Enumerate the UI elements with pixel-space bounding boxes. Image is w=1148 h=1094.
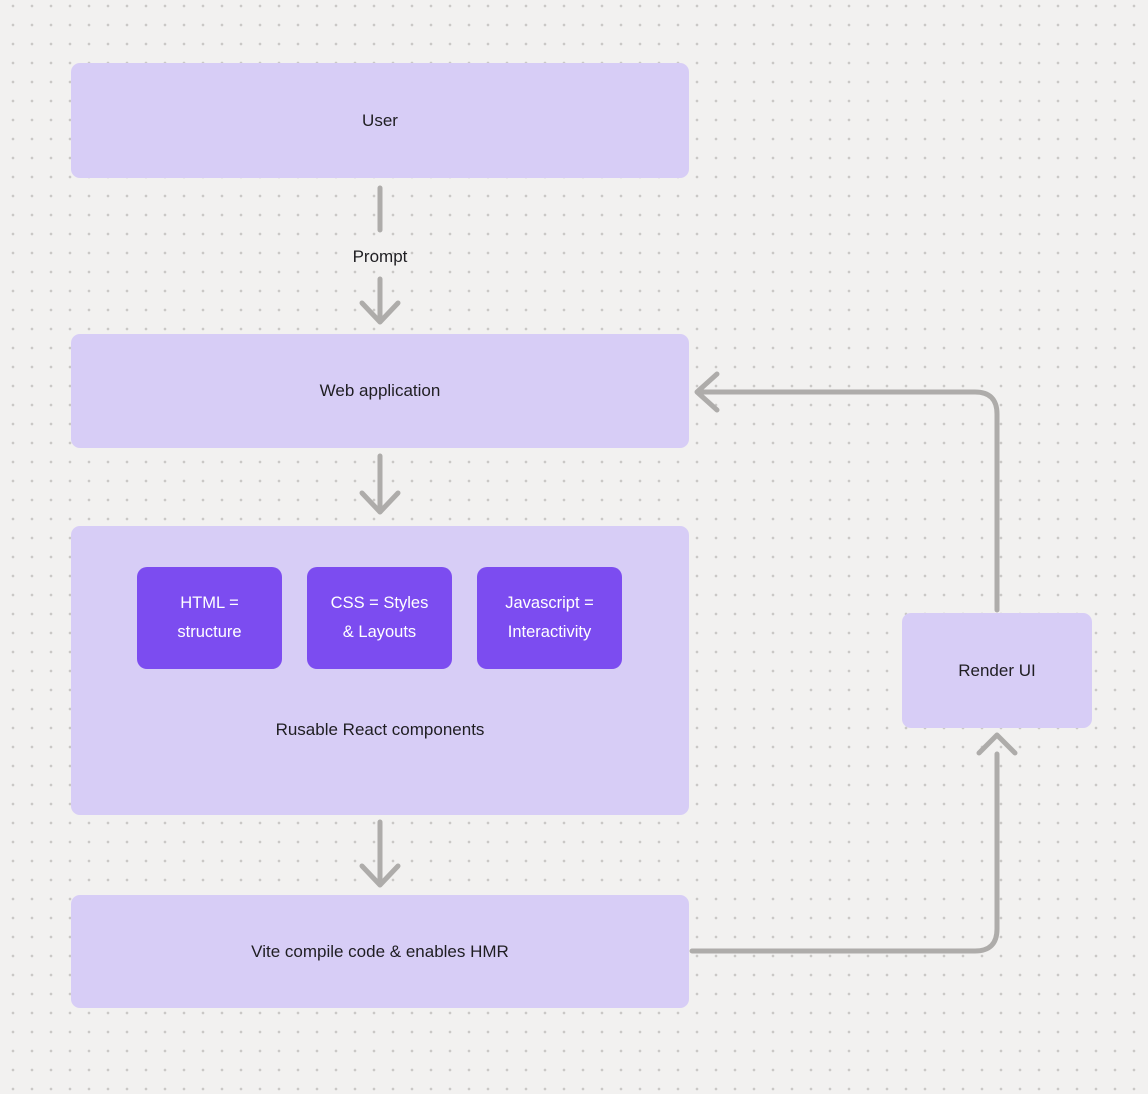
node-user: User bbox=[71, 63, 689, 178]
node-html: HTML = structure bbox=[137, 567, 282, 669]
node-vite: Vite compile code & enables HMR bbox=[71, 895, 689, 1008]
node-css-label: CSS = Styles & Layouts bbox=[330, 594, 429, 641]
node-vite-label: Vite compile code & enables HMR bbox=[251, 941, 509, 961]
node-web-application: Web application bbox=[71, 334, 689, 448]
node-html-label: HTML = structure bbox=[177, 594, 242, 641]
connector-render-ui-web-application bbox=[694, 371, 1000, 613]
components-caption: Rusable React components bbox=[275, 720, 485, 739]
connector-web-application-components bbox=[359, 453, 401, 515]
node-render-ui-label: Render UI bbox=[958, 660, 1036, 680]
connector-segment bbox=[689, 751, 1000, 954]
arrowhead-up-icon bbox=[976, 732, 1018, 756]
node-user-label: User bbox=[362, 110, 398, 130]
node-components-container: HTML = structure CSS = Styles & Layouts … bbox=[71, 526, 689, 815]
node-javascript-label: Javascript = Interactivity bbox=[505, 594, 594, 641]
connector-components-vite bbox=[359, 819, 401, 888]
arrowhead-left-icon bbox=[694, 371, 720, 413]
node-render-ui: Render UI bbox=[902, 613, 1092, 728]
connector-vite-render-ui bbox=[689, 732, 1018, 954]
arrowhead-down-icon bbox=[359, 300, 401, 325]
node-javascript: Javascript = Interactivity bbox=[477, 567, 622, 669]
edge-label-prompt: Prompt bbox=[352, 247, 408, 266]
node-css: CSS = Styles & Layouts bbox=[307, 567, 452, 669]
node-web-application-label: Web application bbox=[319, 381, 441, 400]
arrowhead-down-icon bbox=[359, 863, 401, 888]
connector-user-web-application bbox=[359, 185, 401, 325]
connector-segment bbox=[698, 389, 1000, 613]
arrowhead-down-icon bbox=[359, 490, 401, 515]
